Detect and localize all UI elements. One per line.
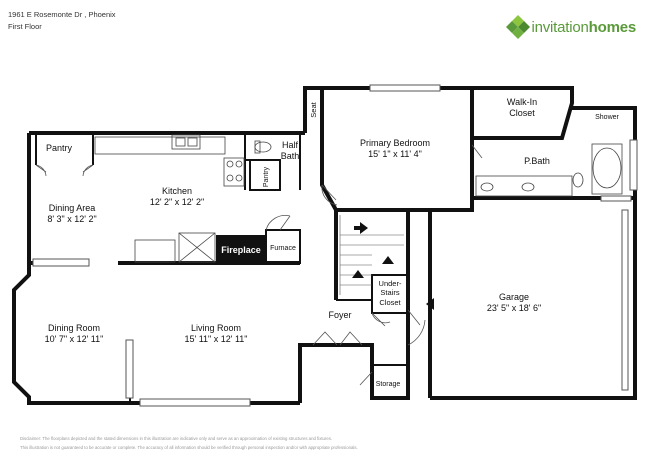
floor-label: First Floor xyxy=(8,22,42,31)
arrow-left-icon xyxy=(426,298,434,310)
partitions xyxy=(35,133,409,403)
fireplace-label: Fireplace xyxy=(221,245,261,255)
dining-room-dims: 10' 7" x 12' 11" xyxy=(45,334,104,344)
doors xyxy=(35,144,483,386)
pantry-label: Pantry xyxy=(46,143,73,153)
under-stairs-label-2: Stairs xyxy=(380,288,399,297)
walk-in-closet-label-2: Closet xyxy=(509,108,535,118)
dining-area-label: Dining Area xyxy=(49,203,96,213)
arrow-right-icon xyxy=(354,222,368,234)
seat-label: Seat xyxy=(309,101,318,117)
foyer-label: Foyer xyxy=(328,310,351,320)
half-bath-label-1: Half xyxy=(282,140,299,150)
living-room-dims: 15' 11" x 12' 11" xyxy=(184,334,247,344)
fixtures xyxy=(94,134,623,263)
dining-area-dims: 8' 3" x 12' 2" xyxy=(47,214,96,224)
dining-room-label: Dining Room xyxy=(48,323,100,333)
living-room-label: Living Room xyxy=(191,323,241,333)
garage-dims: 23' 5" x 18' 6" xyxy=(487,303,541,313)
kitchen-pantry-label: Pantry xyxy=(263,166,270,187)
walk-in-closet-label-1: Walk-In xyxy=(507,97,537,107)
shower-label: Shower xyxy=(595,114,619,121)
windows xyxy=(32,84,638,407)
primary-bedroom-dims: 15' 1" x 11' 4" xyxy=(368,149,422,159)
invitation-homes-logo: invitationhomes xyxy=(505,14,636,40)
garage-label: Garage xyxy=(499,292,529,302)
stair-arrows xyxy=(352,222,434,310)
kitchen-label: Kitchen xyxy=(162,186,192,196)
p-bath-label: P.Bath xyxy=(524,156,550,166)
walls xyxy=(12,86,637,405)
logo-mark-icon xyxy=(506,15,531,39)
furnace-label: Furnace xyxy=(270,245,296,252)
arrow-down-icon xyxy=(382,256,394,264)
logo-wordmark: invitationhomes xyxy=(531,18,636,36)
under-stairs-label-3: Closet xyxy=(379,298,401,307)
primary-bedroom-label: Primary Bedroom xyxy=(360,138,430,148)
disclaimer-line-1: Disclaimer: The floorplans depicted and … xyxy=(20,436,333,441)
storage-label: Storage xyxy=(376,381,401,388)
arrow-up-icon xyxy=(352,270,364,278)
kitchen-dims: 12' 2" x 12' 2" xyxy=(150,197,204,207)
disclaimer-line-2: This illustration is not guaranteed to b… xyxy=(20,445,358,450)
under-stairs-label-1: Under- xyxy=(379,279,402,288)
fireplace xyxy=(216,235,266,263)
property-address: 1961 E Rosemonte Dr , Phoenix xyxy=(8,10,116,19)
half-bath-label-2: Bath xyxy=(281,151,300,161)
